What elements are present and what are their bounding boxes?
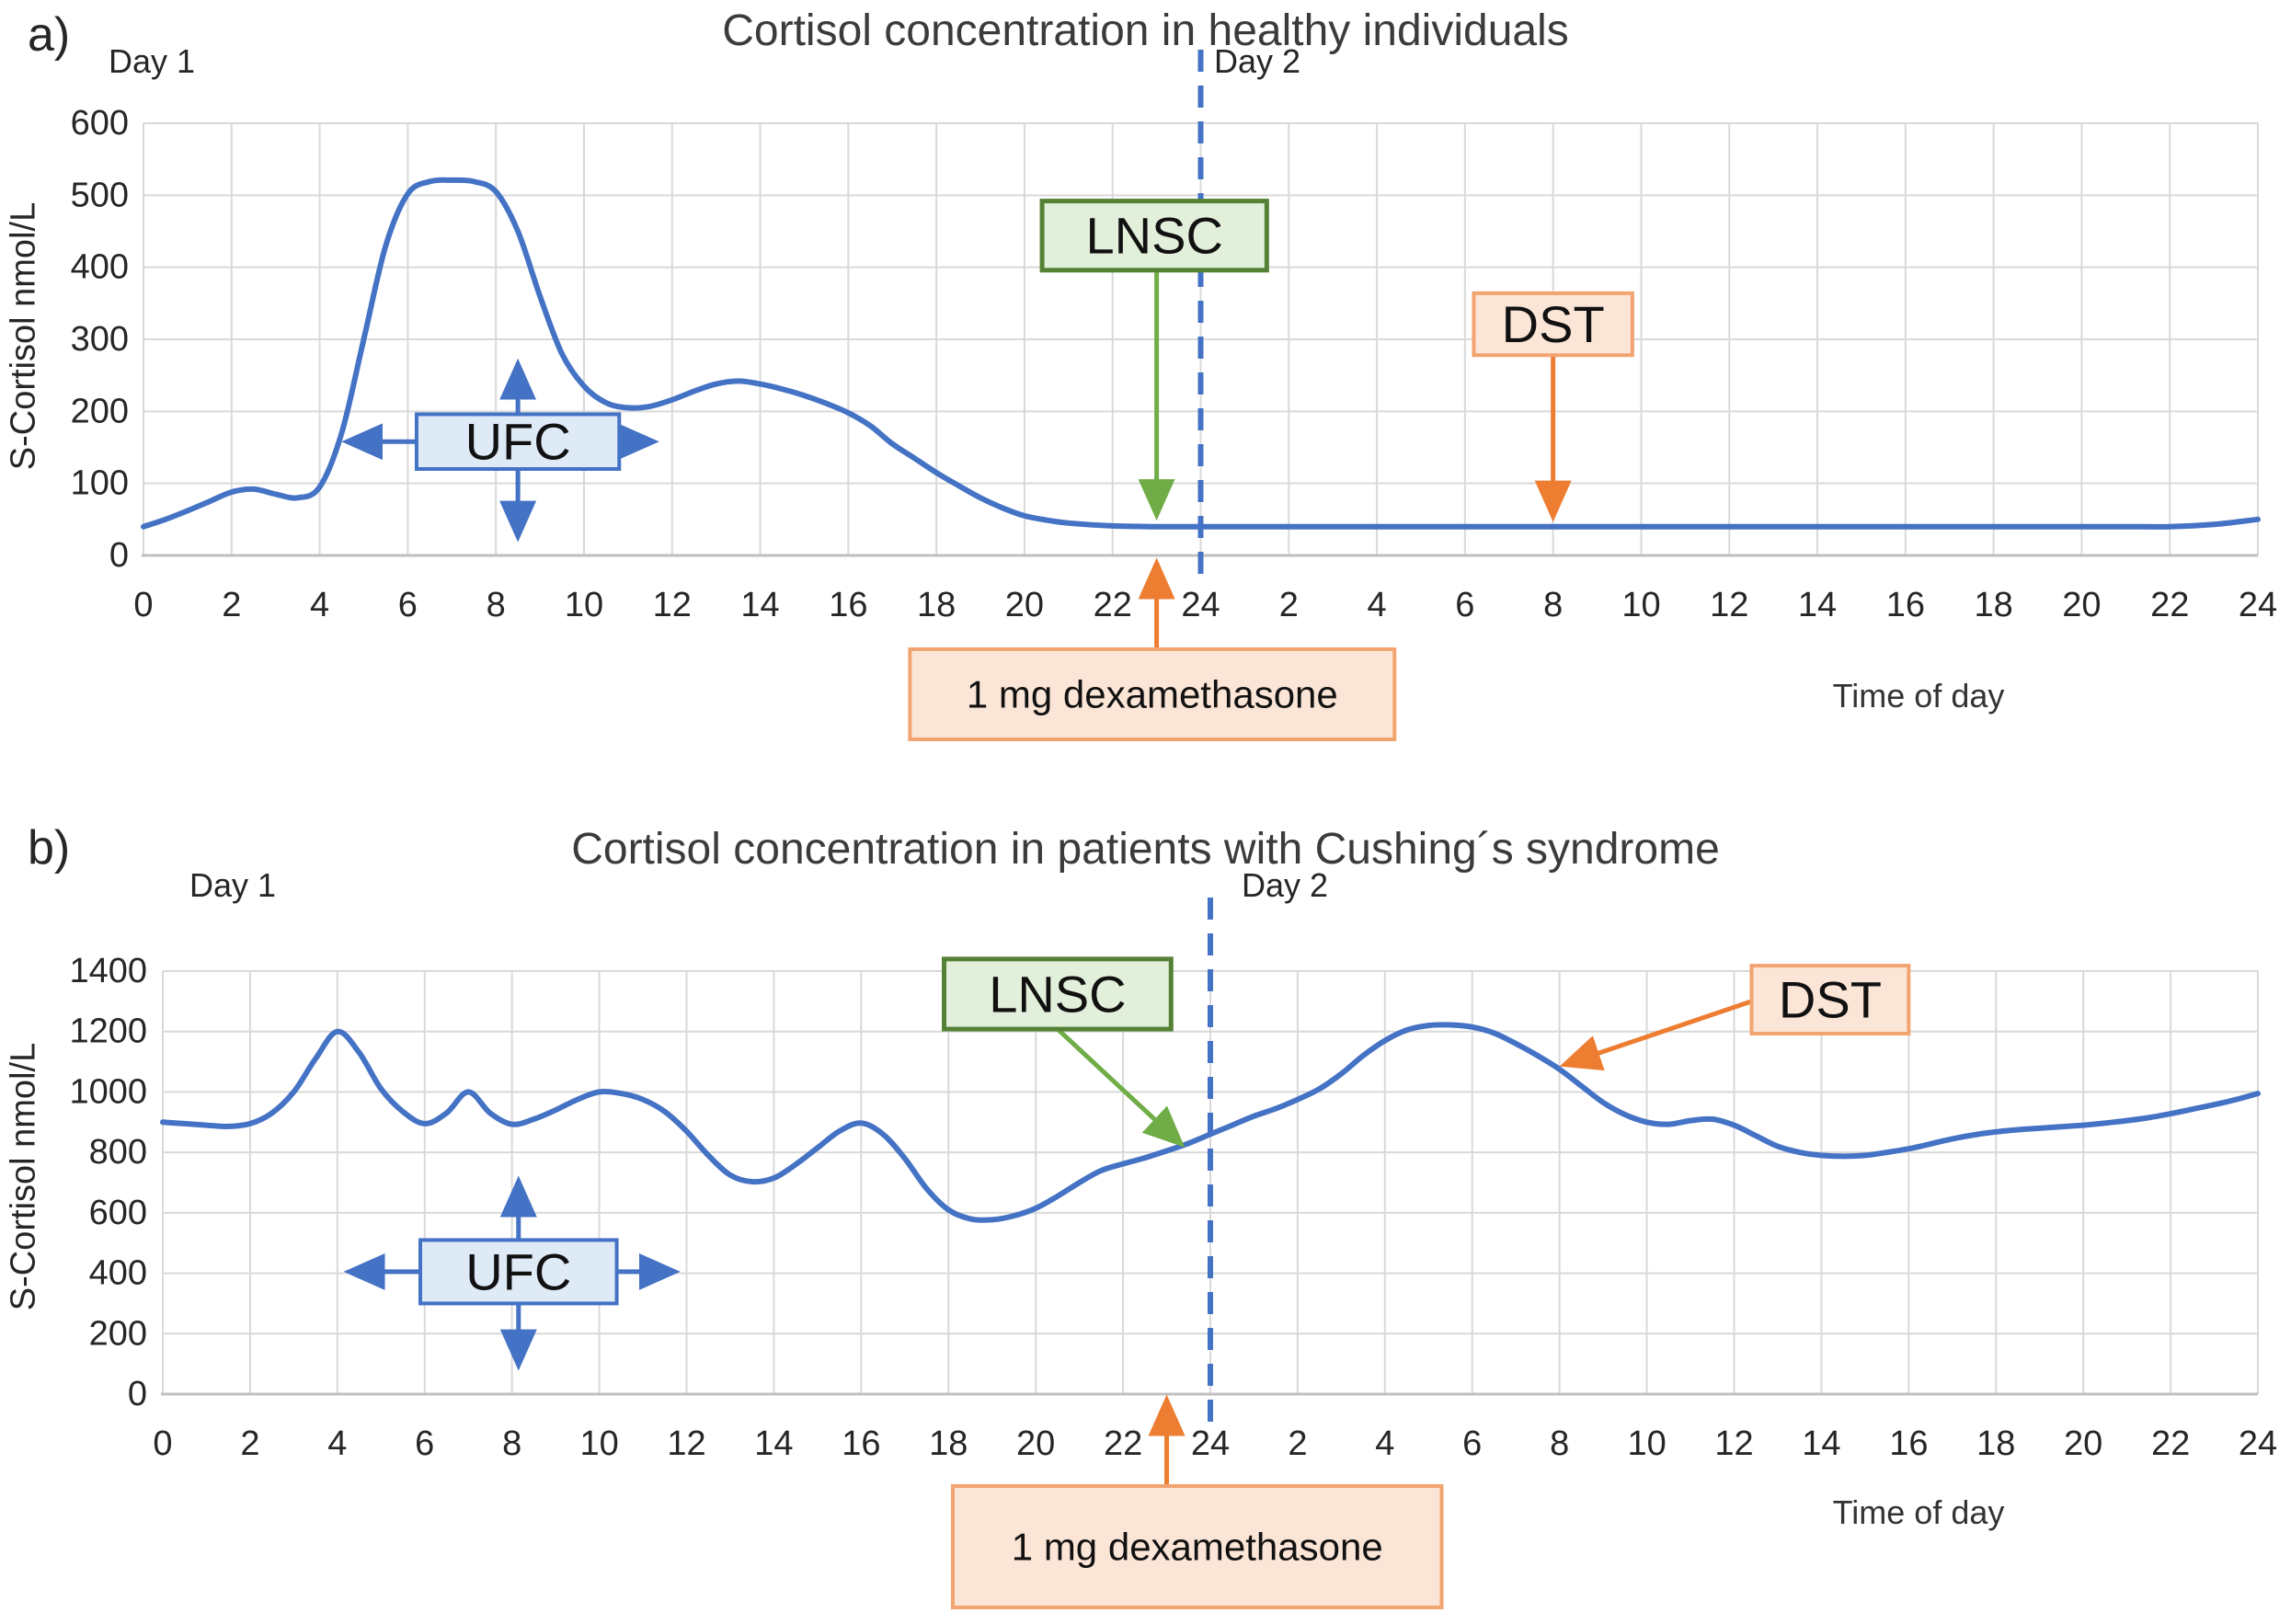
- dst-label: DST: [1502, 295, 1605, 353]
- panel-b-y-axis-title: S-Cortisol nmol/L: [4, 1042, 43, 1311]
- x-tick-label: 10: [565, 586, 603, 624]
- panel-a-day1-label: Day 1: [109, 42, 196, 80]
- x-tick-label: 18: [917, 586, 956, 624]
- x-tick-label: 22: [2151, 1424, 2190, 1463]
- x-tick-label: 24: [1181, 586, 1220, 624]
- x-tick-label: 18: [1974, 586, 2012, 624]
- x-tick-label: 22: [1094, 586, 1132, 624]
- y-tick-label: 1200: [69, 1012, 147, 1051]
- x-tick-label: 12: [1714, 1424, 1753, 1463]
- x-tick-label: 14: [740, 586, 779, 624]
- x-tick-label: 8: [487, 586, 506, 624]
- y-tick-label: 800: [89, 1133, 147, 1172]
- y-tick-label: 300: [71, 320, 129, 359]
- x-tick-label: 12: [667, 1424, 705, 1463]
- ufc-label: UFC: [465, 1242, 571, 1300]
- panel-a-title: Cortisol concentration in healthy indivi…: [722, 6, 1569, 55]
- x-tick-label: 2: [222, 586, 241, 624]
- lnsc-arrow: [1056, 1027, 1186, 1148]
- x-tick-label: 0: [133, 586, 153, 624]
- ufc-label: UFC: [465, 413, 571, 471]
- x-tick-label: 24: [1191, 1424, 1230, 1463]
- dst-box: [1749, 964, 1911, 1036]
- x-tick-label: 12: [1710, 586, 1748, 624]
- y-tick-label: 400: [89, 1254, 147, 1293]
- x-tick-label: 24: [2239, 586, 2277, 624]
- dexamethasone-label: 1 mg dexamethasone: [1012, 1526, 1383, 1569]
- y-tick-label: 600: [71, 104, 129, 143]
- x-tick-label: 10: [579, 1424, 618, 1463]
- y-tick-label: 200: [71, 392, 129, 430]
- x-tick-label: 18: [1976, 1424, 2015, 1463]
- panel-b-day2-label: Day 2: [1242, 866, 1329, 904]
- lnsc-label: LNSC: [989, 965, 1126, 1023]
- cortisol-curve: [141, 177, 2261, 530]
- x-tick-label: 2: [1288, 1424, 1307, 1463]
- dst-arrow: [1559, 999, 1753, 1071]
- x-tick-label: 6: [1455, 586, 1474, 624]
- y-tick-label: 500: [71, 176, 129, 214]
- x-tick-label: 22: [2150, 586, 2189, 624]
- x-tick-label: 4: [1375, 1424, 1394, 1463]
- x-tick-label: 4: [1368, 586, 1387, 624]
- x-tick-label: 2: [1279, 586, 1299, 624]
- x-tick-label: 24: [2239, 1424, 2277, 1463]
- x-tick-label: 8: [1550, 1424, 1569, 1463]
- x-tick-label: 16: [1889, 1424, 1928, 1463]
- panel-b-title: Cortisol concentration in patients with …: [571, 825, 1720, 874]
- x-tick-label: 0: [153, 1424, 172, 1463]
- x-tick-label: 12: [653, 586, 692, 624]
- x-tick-label: 16: [842, 1424, 880, 1463]
- x-tick-label: 20: [2062, 586, 2101, 624]
- x-tick-label: 20: [1005, 586, 1044, 624]
- dexamethasone-box: [950, 1484, 1444, 1609]
- x-tick-label: 8: [502, 1424, 521, 1463]
- panel-b-x-axis-title: Time of day: [1832, 1493, 2005, 1531]
- x-tick-label: 10: [1621, 586, 1660, 624]
- x-tick-label: 4: [310, 586, 329, 624]
- x-tick-label: 20: [1016, 1424, 1055, 1463]
- dst-label: DST: [1779, 971, 1882, 1029]
- y-tick-label: 0: [128, 1375, 147, 1413]
- x-tick-label: 4: [327, 1424, 347, 1463]
- x-tick-label: 6: [415, 1424, 434, 1463]
- y-tick-label: 1400: [69, 952, 147, 990]
- x-tick-label: 20: [2064, 1424, 2102, 1463]
- panel-a-day2-label: Day 2: [1214, 42, 1301, 80]
- x-tick-label: 2: [240, 1424, 259, 1463]
- x-tick-label: 14: [754, 1424, 793, 1463]
- x-tick-label: 8: [1543, 586, 1563, 624]
- panel-a-y-axis-title: S-Cortisol nmol/L: [4, 201, 43, 471]
- dexamethasone-label: 1 mg dexamethasone: [967, 673, 1338, 716]
- cortisol-curve: [160, 1022, 2261, 1223]
- y-tick-label: 100: [71, 464, 129, 503]
- x-tick-label: 16: [829, 586, 867, 624]
- lnsc-box: [942, 956, 1174, 1032]
- x-tick-label: 16: [1886, 586, 1925, 624]
- y-tick-label: 1000: [69, 1072, 147, 1111]
- x-tick-label: 14: [1802, 1424, 1840, 1463]
- x-tick-label: 6: [398, 586, 418, 624]
- y-tick-label: 400: [71, 248, 129, 287]
- x-tick-label: 6: [1462, 1424, 1482, 1463]
- x-tick-label: 10: [1627, 1424, 1666, 1463]
- lnsc-box: [1039, 199, 1269, 273]
- panel-a-x-axis-title: Time of day: [1832, 677, 2005, 715]
- dexamethasone-box: [908, 647, 1397, 741]
- dst-box: [1472, 291, 1634, 358]
- panel-b-letter: b): [28, 821, 71, 875]
- y-tick-label: 600: [89, 1194, 147, 1232]
- x-tick-label: 22: [1104, 1424, 1142, 1463]
- lnsc-label: LNSC: [1086, 207, 1223, 265]
- x-tick-label: 14: [1798, 586, 1837, 624]
- x-tick-label: 18: [929, 1424, 968, 1463]
- y-tick-label: 200: [89, 1314, 147, 1353]
- panel-b-day1-label: Day 1: [189, 866, 277, 904]
- y-tick-label: 0: [109, 536, 129, 575]
- panel-a-letter: a): [28, 8, 71, 62]
